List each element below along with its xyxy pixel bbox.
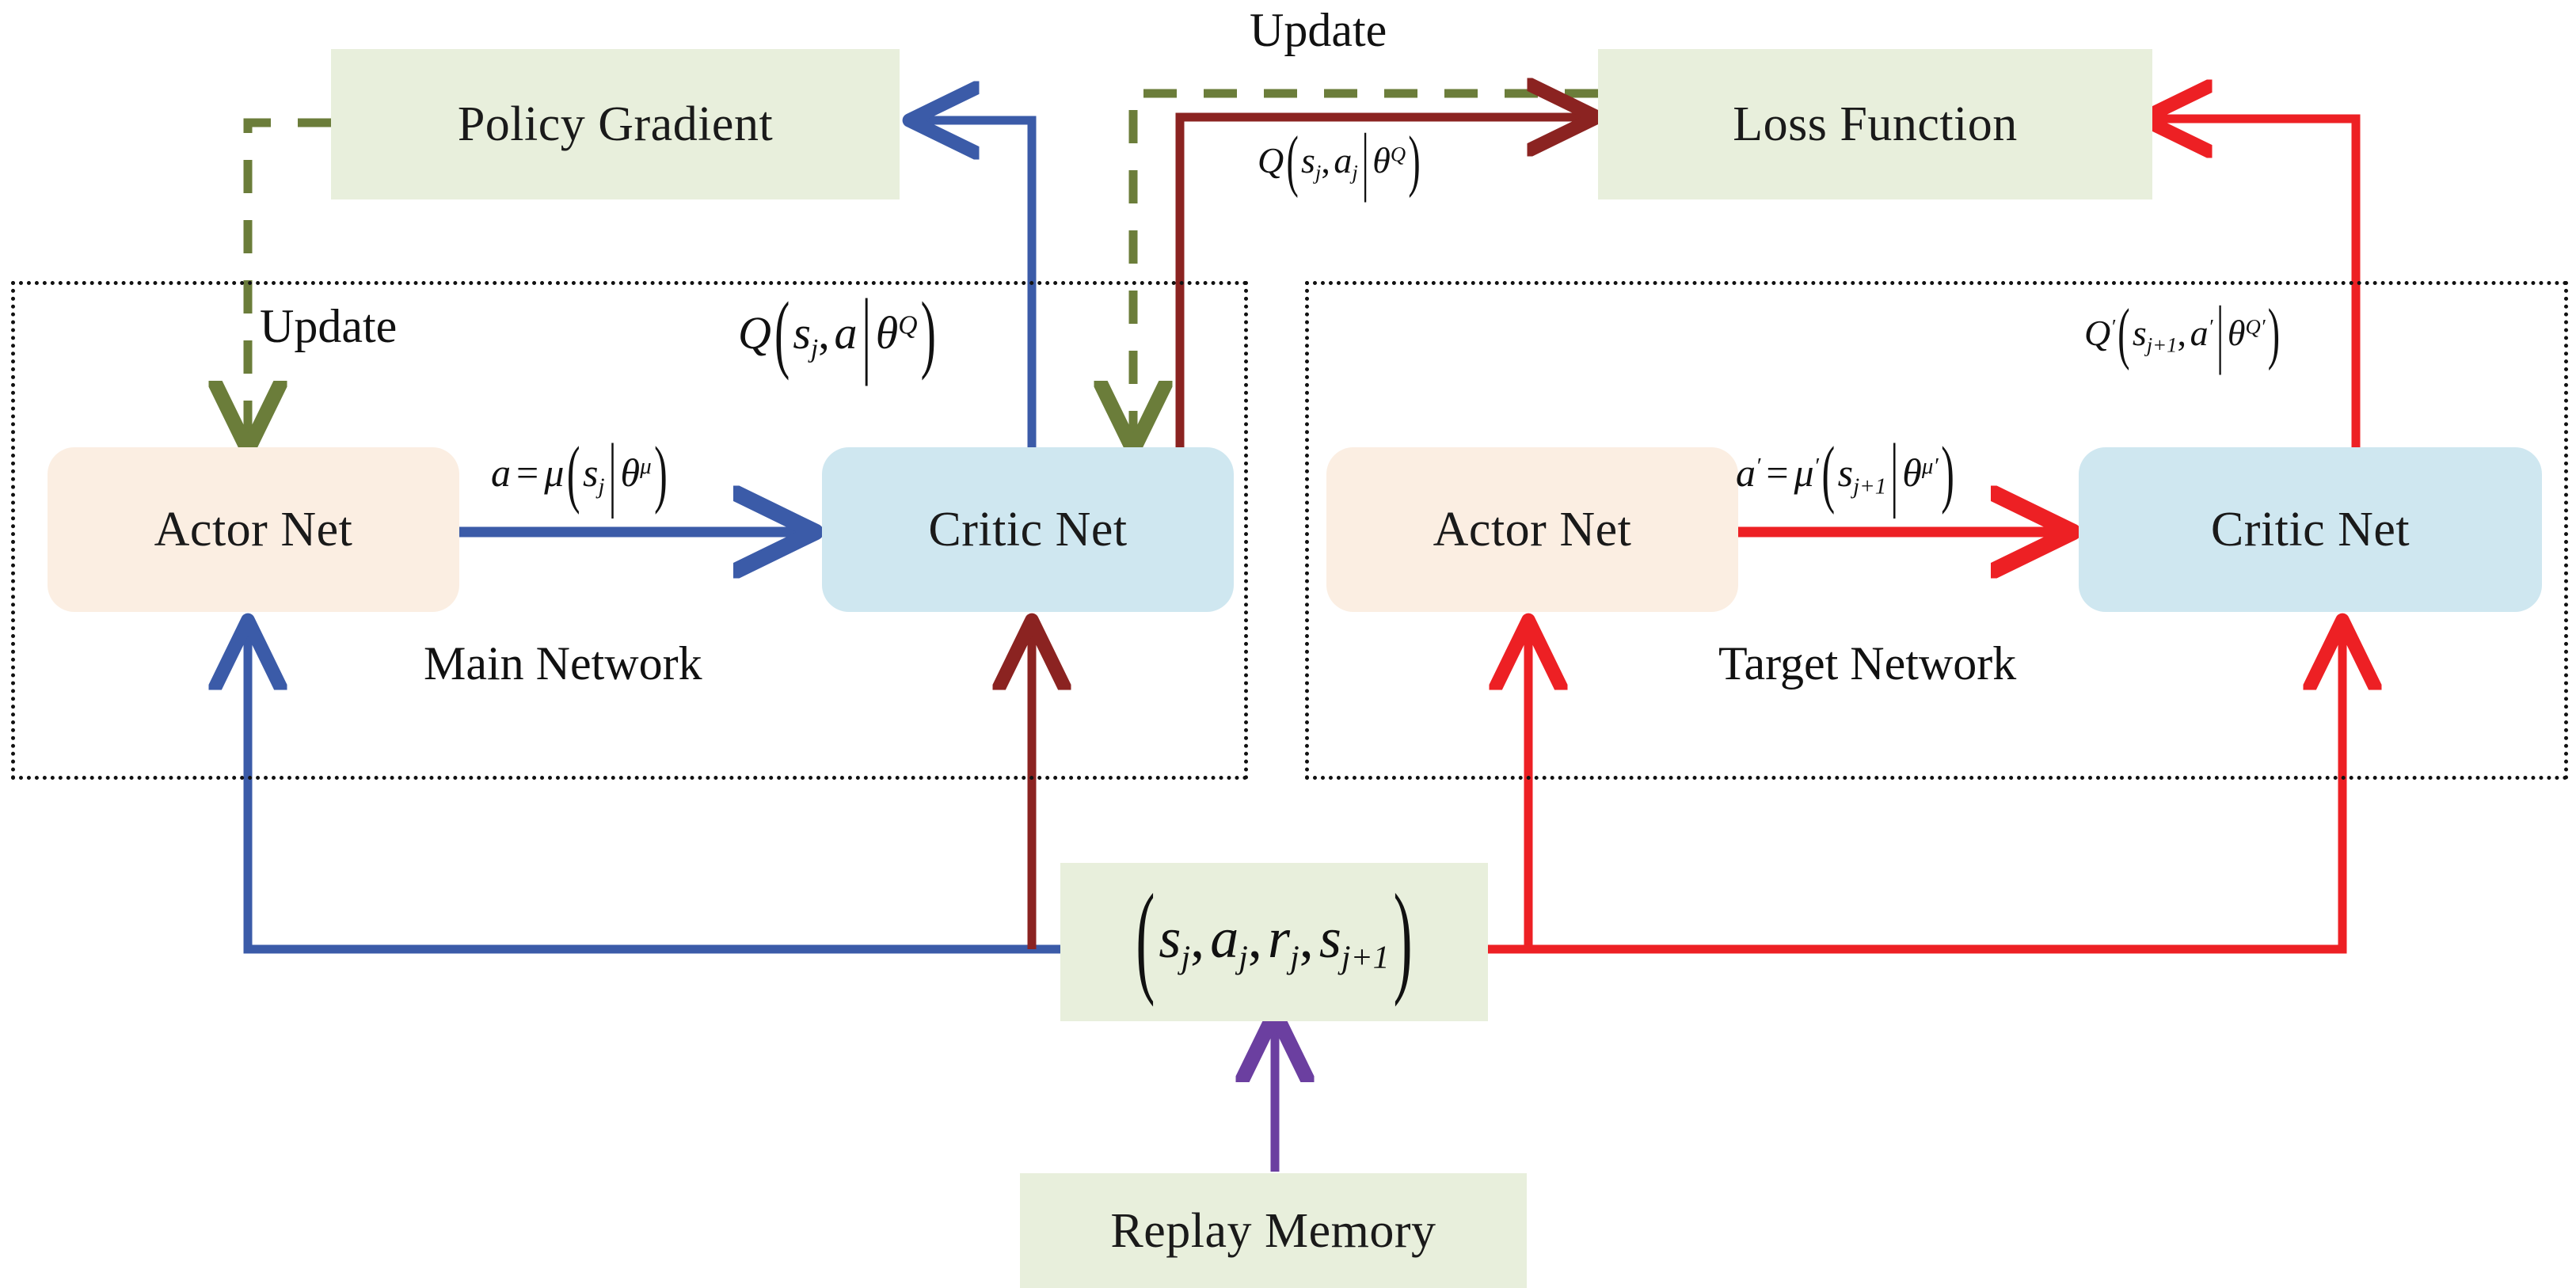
replay-memory-label: Replay Memory [1110,1203,1436,1258]
update-label-left: Update [260,300,398,352]
loss-function-label: Loss Function [1733,97,2018,151]
target-actor-net-box[interactable]: Actor Net [1326,447,1738,612]
update-label-top: Update [1250,4,1387,56]
formula-q-main-critic: Q(sj,a|θQ) [738,278,936,387]
formula-a-target: a′=μ′(sj+1|θμ′) [1736,426,1954,519]
formula-a-main: a=μ(sj|θμ) [491,426,668,519]
target-network-label: Target Network [1718,637,2017,690]
replay-memory-box[interactable]: Replay Memory [1020,1173,1527,1288]
target-critic-net-label: Critic Net [2210,503,2410,557]
main-network-frame [11,281,1248,780]
transition-tuple-box[interactable]: (sj,aj,rj,sj+1) [1060,863,1488,1021]
target-critic-net-box[interactable]: Critic Net [2079,447,2542,612]
transition-tuple-formula: (sj,aj,rj,sj+1) [1136,868,1413,1008]
formula-q-to-loss: Q(sj,aj|θQ) [1258,117,1421,203]
main-critic-net-label: Critic Net [928,503,1128,557]
target-actor-net-label: Actor Net [1433,503,1632,557]
main-critic-net-box[interactable]: Critic Net [822,447,1234,612]
main-actor-net-label: Actor Net [154,503,353,557]
loss-function-box[interactable]: Loss Function [1598,49,2152,199]
target-network-frame [1305,281,2568,780]
formula-q-target-critic: Q′(sj+1,a′|θQ′) [2084,290,2281,375]
main-actor-net-box[interactable]: Actor Net [48,447,459,612]
policy-gradient-box[interactable]: Policy Gradient [331,49,900,199]
main-network-label: Main Network [424,637,702,690]
policy-gradient-label: Policy Gradient [457,97,774,151]
